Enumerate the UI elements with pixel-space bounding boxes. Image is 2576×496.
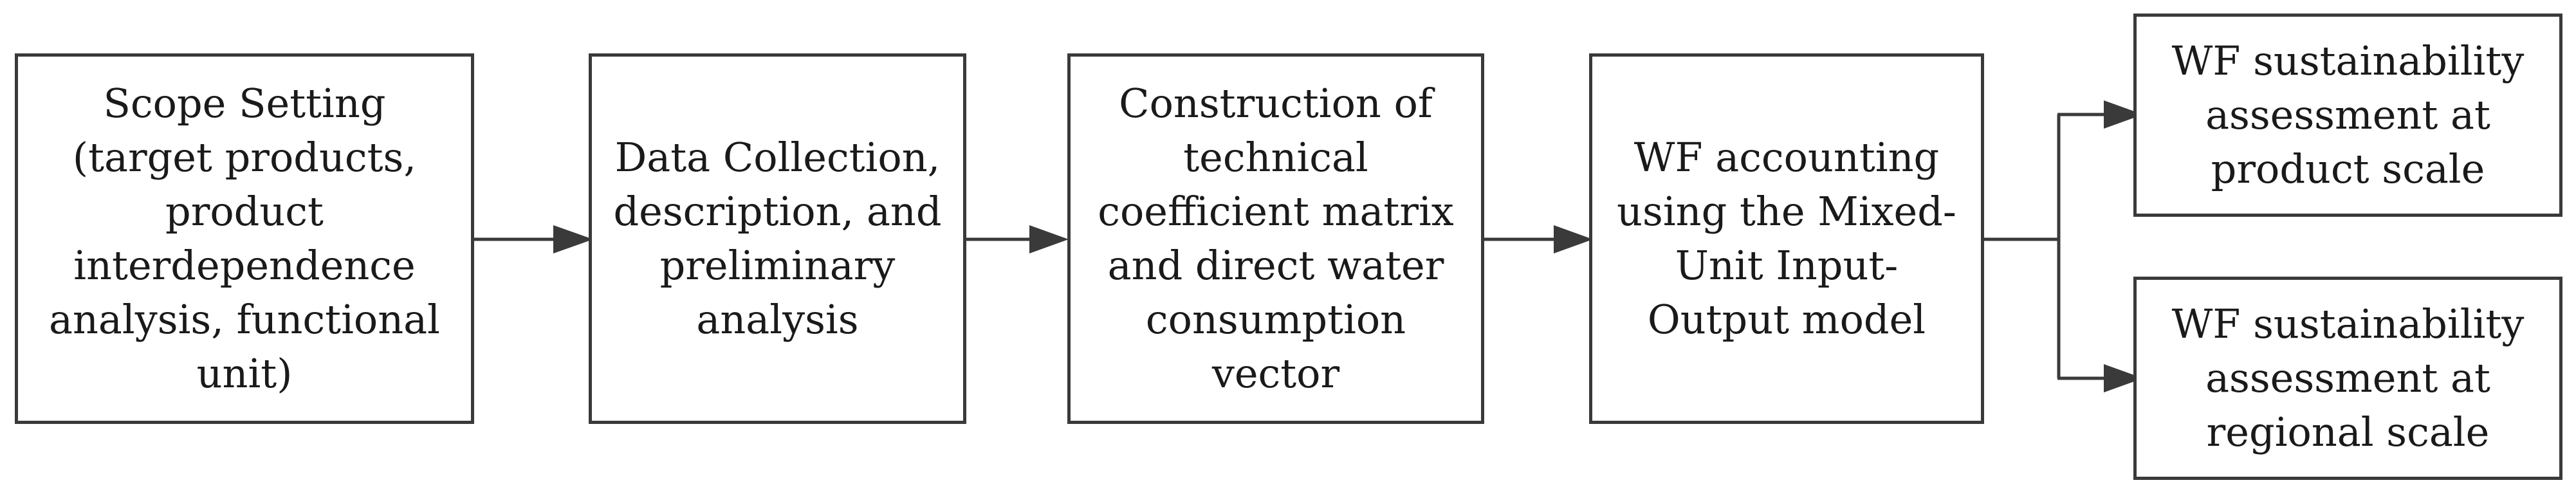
step-text-line: consumption (1145, 296, 1406, 343)
step-text-line: Unit Input- (1675, 242, 1899, 289)
step-text-line: Scope Setting (103, 80, 386, 127)
step-text-line: using the Mixed- (1617, 188, 1956, 235)
step-text-line: unit) (196, 350, 293, 397)
output-text-line: product scale (2211, 145, 2485, 192)
step-wf-accounting: WF accounting using the Mixed- Unit Inpu… (1589, 53, 1984, 424)
step-text-line: vector (1211, 350, 1340, 397)
step-text-line: technical (1183, 134, 1368, 181)
arrowhead-to-regional (2104, 364, 2143, 392)
step-scope-setting: Scope Setting (target products, product … (15, 53, 474, 424)
step-text-line: analysis, functional (49, 296, 440, 343)
arrowhead-to-product (2104, 100, 2143, 129)
step-text-line: WF accounting (1633, 134, 1940, 181)
step-text-line: coefficient matrix (1098, 188, 1454, 235)
step-text-line: Data Collection, (614, 134, 941, 181)
step-text-line: Construction of (1119, 80, 1433, 127)
arrowhead-matrix-to-wf (1554, 225, 1593, 253)
step-text-line: description, and (613, 188, 942, 235)
output-product-scale: WF sustainability assessment at product … (2133, 14, 2562, 217)
output-text-line: regional scale (2206, 409, 2490, 455)
output-text-line: WF sustainability (2171, 37, 2525, 84)
step-text-line: preliminary (659, 242, 896, 289)
step-text-line: analysis (696, 296, 859, 343)
step-text-line: (target products, (72, 134, 417, 181)
output-regional-scale: WF sustainability assessment at regional… (2133, 277, 2562, 480)
step-text-line: Output model (1647, 296, 1926, 343)
step-data-collection: Data Collection, description, and prelim… (589, 53, 966, 424)
arrowhead-scope-to-data (553, 225, 593, 253)
output-text-line: assessment at (2205, 91, 2490, 138)
step-matrix-construction: Construction of technical coefficient ma… (1067, 53, 1484, 424)
output-text-line: assessment at (2205, 354, 2490, 401)
output-text-line: WF sustainability (2171, 300, 2525, 347)
step-text-line: interdependence (73, 242, 416, 289)
step-text-line: product (165, 188, 324, 235)
step-text-line: and direct water (1107, 242, 1444, 289)
arrowhead-data-to-matrix (1029, 225, 1069, 253)
